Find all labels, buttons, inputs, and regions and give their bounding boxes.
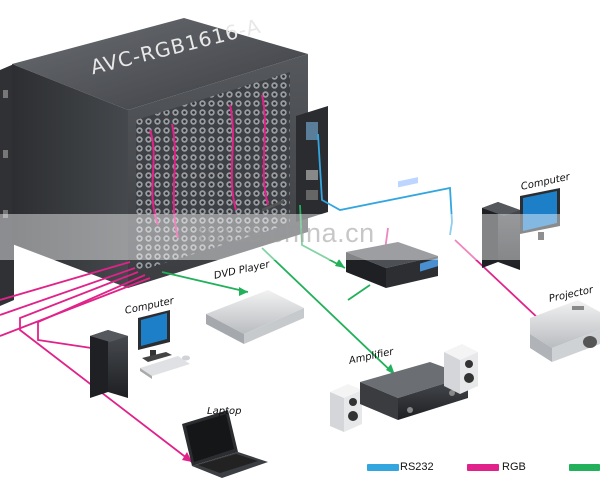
legend-label-rgb: RGB: [502, 461, 526, 473]
watermark-band: [0, 214, 600, 260]
amplifier-set: [330, 258, 478, 432]
legend-swatch-green: [569, 464, 600, 471]
legend-swatch-rs232: [367, 464, 399, 471]
computer-left: [90, 310, 190, 398]
connection-lines: [0, 133, 541, 463]
dvd-player: [206, 199, 304, 344]
watermark-text: trade.china.cn: [198, 218, 375, 248]
legend-swatch-rgb: [467, 464, 499, 471]
legend-label-rs232: RS232: [400, 461, 434, 473]
matrix-switcher: [0, 18, 328, 306]
computer-right: [482, 188, 560, 270]
laptop-label: Laptop: [207, 406, 242, 417]
laptop: [182, 410, 268, 478]
projector: [530, 300, 600, 362]
